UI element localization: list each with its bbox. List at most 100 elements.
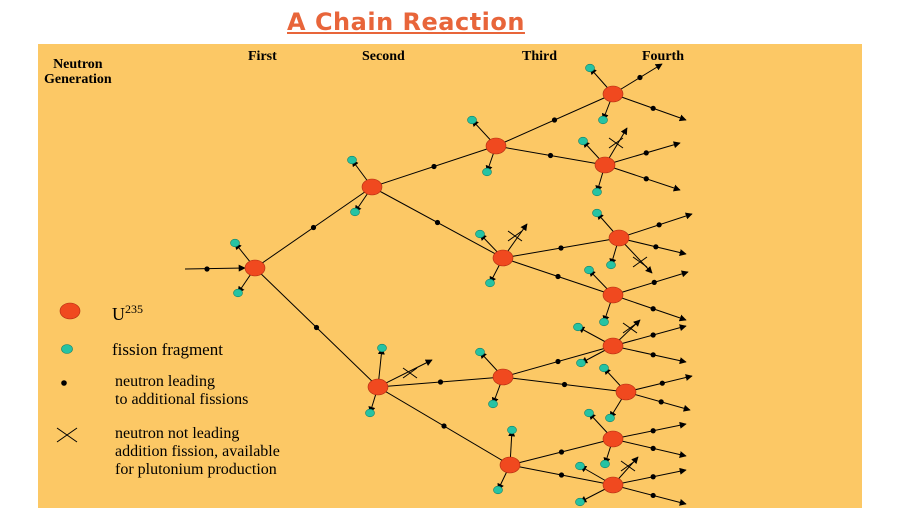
neutron-dot — [204, 266, 210, 272]
neutron-dot — [650, 332, 656, 338]
neutron-path — [612, 467, 687, 486]
neutron-path — [612, 421, 687, 440]
legend-neutron-not-line-3: for plutonium production — [115, 461, 277, 478]
neutron-dot — [650, 445, 656, 451]
u235-nucleus — [499, 456, 521, 474]
neutron-dot — [555, 358, 561, 365]
u235-nucleus — [608, 229, 630, 247]
neutron-path — [612, 294, 687, 322]
neutron-dot — [637, 74, 643, 81]
neutron-path — [377, 359, 433, 388]
u235-nucleus — [602, 85, 624, 103]
fission-fragment — [592, 208, 602, 218]
neutron-path — [612, 93, 687, 122]
fission-fragment — [578, 136, 588, 146]
neutron-dot — [650, 474, 656, 480]
neutron-dot — [650, 428, 656, 434]
neutron-dot — [558, 449, 565, 455]
fission-fragment — [365, 408, 375, 418]
lost-neutron-x — [507, 230, 523, 242]
legend-icons — [56, 302, 81, 443]
generation-label-second: Second — [362, 49, 405, 64]
legend-fragment: fission fragment — [112, 340, 223, 359]
fission-fragment — [575, 497, 585, 507]
fission-fragment — [350, 207, 360, 217]
u235-nucleus — [602, 286, 624, 304]
u235-nucleus — [492, 249, 514, 267]
fission-fragment — [584, 408, 594, 418]
neutron-dot — [558, 472, 565, 478]
u235-nucleus — [244, 259, 266, 277]
u235-nucleus — [594, 156, 616, 174]
fission-fragment — [475, 347, 485, 357]
diagram-nodes — [204, 63, 665, 507]
legend-neutron-icon — [61, 380, 67, 386]
fission-fragment — [482, 167, 492, 177]
header-line-2: Generation — [44, 72, 112, 87]
fission-fragment — [507, 425, 517, 435]
neutron-dot — [643, 176, 649, 182]
neutron-path — [612, 324, 687, 347]
u235-nucleus — [615, 383, 637, 401]
legend-u235-mass: 235 — [125, 302, 143, 316]
neutron-path — [612, 484, 687, 506]
fission-fragment — [485, 278, 495, 288]
neutron-path — [618, 237, 687, 256]
neutron-path — [612, 438, 687, 458]
legend-u235-symbol: U — [112, 304, 125, 324]
neutron-path — [604, 141, 681, 166]
neutron-dot — [656, 222, 662, 228]
neutron-dot — [650, 352, 656, 358]
header-line-1: Neutron — [53, 57, 103, 72]
neutron-dot — [431, 163, 437, 170]
neutron-dot — [658, 399, 664, 405]
fission-fragment — [493, 485, 503, 495]
legend-lost-neutron-icon — [56, 427, 78, 443]
legend-u235: U235 — [112, 300, 143, 323]
generation-label-fourth: Fourth — [642, 49, 684, 64]
neutron-dot — [650, 492, 656, 499]
legend-neutron-leading: neutron leading to additional fissions — [115, 373, 248, 409]
fission-fragment — [230, 238, 240, 248]
diagram-panel — [38, 44, 862, 508]
fission-fragment — [600, 459, 610, 469]
u235-nucleus — [367, 378, 389, 396]
lost-neutron-x — [620, 460, 636, 472]
neutron-dot — [434, 219, 441, 226]
neutron-dot — [310, 224, 317, 231]
fission-fragment — [467, 115, 477, 125]
neutron-path — [184, 264, 246, 272]
fission-fragment — [599, 317, 609, 327]
neutron-dot — [653, 244, 659, 250]
legend-neutron-not-line-1: neutron not leading — [115, 425, 240, 442]
u235-nucleus — [602, 476, 624, 494]
fission-fragment — [347, 155, 357, 165]
neutron-dot — [313, 324, 320, 331]
fission-fragment — [573, 322, 583, 332]
neutron-path — [604, 164, 681, 192]
neutron-dot — [651, 279, 657, 285]
neutron-dot — [547, 152, 554, 159]
fission-fragment — [576, 358, 586, 368]
legend-neutron-leading-line-1: neutron leading — [115, 373, 215, 390]
u235-nucleus — [361, 178, 383, 196]
neutron-dot — [555, 273, 561, 280]
fission-fragment — [599, 363, 609, 373]
neutron-dot — [437, 379, 444, 385]
legend-u235-icon — [59, 302, 81, 320]
neutron-path — [625, 374, 693, 393]
neutron-dot — [659, 380, 665, 386]
u235-nucleus — [602, 337, 624, 355]
u235-nucleus — [602, 430, 624, 448]
u235-nucleus — [485, 137, 507, 155]
neutron-dot — [643, 150, 649, 156]
legend-fragment-icon — [61, 344, 73, 354]
generation-label-first: First — [248, 49, 277, 64]
neutron-generation-header: Neutron Generation — [44, 57, 112, 87]
lost-neutron-x — [622, 322, 638, 334]
generation-label-third: Third — [522, 49, 558, 64]
neutron-path — [618, 212, 693, 239]
fission-fragment — [575, 461, 585, 471]
fission-fragment — [377, 343, 387, 353]
